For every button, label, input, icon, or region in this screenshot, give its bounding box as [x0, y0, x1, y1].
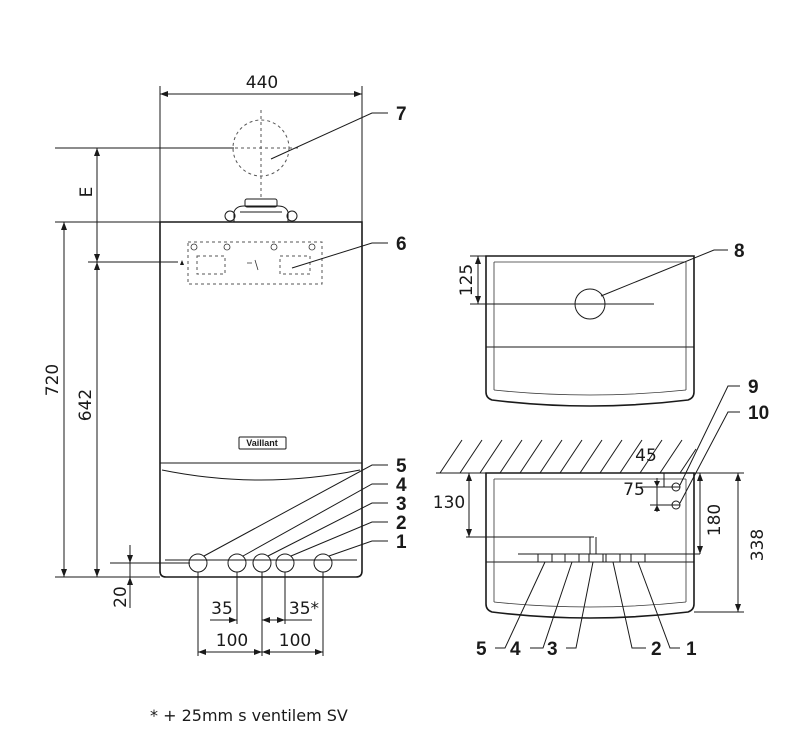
callout-3: 3 — [396, 494, 407, 515]
wall-hatch — [439, 439, 697, 474]
callout-1: 1 — [396, 532, 407, 553]
connection-1 — [313, 553, 333, 573]
side-view-outline — [485, 472, 695, 619]
connections — [188, 553, 333, 573]
dim-e: E — [77, 187, 97, 198]
dim-spacing-c: 100 — [216, 631, 248, 651]
dim-side-45: 45 — [635, 446, 657, 466]
callout-8: 8 — [734, 241, 745, 262]
vaillant-badge — [238, 436, 287, 450]
display-panel-dashed — [187, 241, 323, 285]
callout-side-3: 3 — [547, 639, 558, 660]
callout-side-4: 4 — [510, 639, 521, 660]
connection-5 — [188, 553, 208, 573]
dim-height-inner: 642 — [76, 389, 96, 421]
dim-spacing-d: 100 — [279, 631, 311, 651]
callout-2: 2 — [396, 513, 407, 534]
brand-logo: Vaillant — [246, 438, 278, 448]
callout-side-2: 2 — [651, 639, 662, 660]
front-view: Vaillant 440 E 720 — [43, 73, 407, 656]
callout-side-5: 5 — [476, 639, 487, 660]
top-view: 125 8 — [457, 241, 745, 407]
top-view-outline — [485, 255, 695, 407]
dim-width: 440 — [246, 73, 278, 93]
boiler-outline — [159, 221, 363, 578]
dim-spacing-b: 35* — [289, 599, 319, 619]
footnote: * + 25mm s ventilem SV — [150, 706, 348, 725]
connection-3 — [252, 553, 272, 573]
dim-top-offset: 125 — [457, 264, 477, 296]
flue-connector — [224, 198, 298, 222]
connection-2 — [275, 553, 295, 573]
dim-side-75: 75 — [623, 480, 645, 500]
dim-spacing-a: 35 — [211, 599, 233, 619]
side-view: 45 75 130 180 338 9 10 5 4 3 — [433, 377, 769, 660]
callout-9: 9 — [748, 377, 759, 398]
dim-bottom-offset: 20 — [111, 586, 131, 608]
dim-side-130: 130 — [433, 493, 465, 513]
dim-side-180: 180 — [705, 504, 725, 536]
callout-10: 10 — [748, 403, 769, 424]
callout-6: 6 — [396, 234, 407, 255]
dim-height-total: 720 — [43, 364, 63, 396]
callout-7: 7 — [396, 104, 407, 125]
callout-side-1: 1 — [686, 639, 697, 660]
callout-5: 5 — [396, 456, 407, 477]
connection-4 — [227, 553, 247, 573]
callout-4: 4 — [396, 475, 407, 496]
cover-curve — [161, 469, 361, 481]
dim-side-338: 338 — [748, 529, 768, 561]
